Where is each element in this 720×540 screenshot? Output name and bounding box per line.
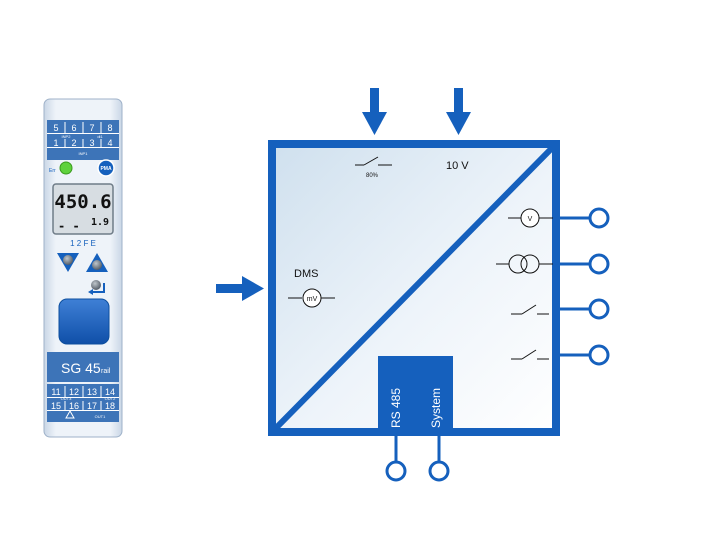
relay-switch-2-icon [511, 349, 549, 360]
right-terminal-3 [556, 298, 610, 320]
bottom-terminal-16: 16 [69, 401, 79, 411]
err-label: Err [49, 168, 56, 174]
up-key[interactable] [86, 253, 108, 272]
switch-threshold-label: 80% [366, 173, 379, 179]
mv-symbol-text: mV [307, 296, 318, 303]
right-terminal-1 [556, 207, 610, 229]
bottom-terminal-11: 11 [51, 387, 60, 397]
top-terminal-4: 4 [107, 138, 112, 148]
rs485-label: RS 485 [389, 388, 403, 428]
status-led [59, 161, 73, 175]
sg45-device: 5 6 7 8 1 2 3 4 INP2 di1 INP1 Err PMA 45… [43, 98, 123, 438]
top-terminal-5: 5 [53, 123, 58, 133]
pma-badge-text: PMA [100, 166, 112, 172]
rs485-terminal [385, 432, 407, 482]
system-label: System [429, 388, 443, 428]
model-panel [47, 352, 119, 382]
top-label-inp2: INP2 [62, 134, 72, 139]
top-input-arrow-1 [362, 88, 387, 135]
model-name: SG 45 [61, 360, 101, 376]
bottom-terminal-17: 17 [87, 401, 97, 411]
switch-icon [355, 156, 392, 166]
bottom-terminal-12: 12 [69, 387, 79, 397]
top-terminal-7: 7 [89, 123, 94, 133]
top-terminal-6: 6 [71, 123, 76, 133]
lcd-display [52, 183, 114, 235]
key-legend: 1 2 F E [70, 239, 96, 248]
enter-key[interactable] [88, 280, 105, 295]
right-terminal-4 [556, 344, 610, 366]
model-suffix: rail [101, 368, 111, 375]
lcd-sub-value: 1.9 [91, 217, 109, 228]
top-terminal-3: 3 [89, 138, 94, 148]
converter-diagonal [273, 145, 555, 431]
voltage-label: 10 V [446, 160, 469, 172]
right-terminal-2 [556, 253, 610, 275]
top-label-inp1: INP1 [79, 151, 89, 156]
bottom-label-out2: OUT2 [105, 396, 116, 401]
top-label-di1: di1 [97, 134, 103, 139]
voltmeter-icon [508, 208, 553, 228]
bottom-terminal-13: 13 [87, 387, 97, 397]
top-terminal-1: 1 [53, 138, 58, 148]
millivolt-meter-icon [288, 288, 335, 308]
warning-triangle-icon [65, 409, 75, 419]
dms-label: DMS [294, 268, 318, 280]
lcd-bars: - - [58, 219, 80, 233]
current-source-icon [496, 254, 553, 274]
bottom-label-out3: OUT3 [61, 396, 72, 401]
left-input-arrow [216, 276, 264, 301]
big-blue-button[interactable] [58, 298, 110, 345]
bottom-terminal-15: 15 [51, 401, 61, 411]
bottom-terminal-14: 14 [105, 387, 115, 397]
bottom-terminal-18: 18 [105, 401, 115, 411]
bottom-label-out1: OUT1 [95, 414, 106, 419]
top-terminal-2: 2 [71, 138, 76, 148]
system-terminal [428, 432, 450, 482]
lcd-main-value: 450.6 [54, 191, 111, 213]
down-key[interactable] [57, 253, 79, 272]
top-input-arrow-2 [446, 88, 471, 135]
pma-badge [97, 159, 115, 177]
relay-switch-1-icon [511, 304, 549, 315]
v-symbol-text: V [528, 216, 533, 223]
top-terminal-8: 8 [107, 123, 112, 133]
